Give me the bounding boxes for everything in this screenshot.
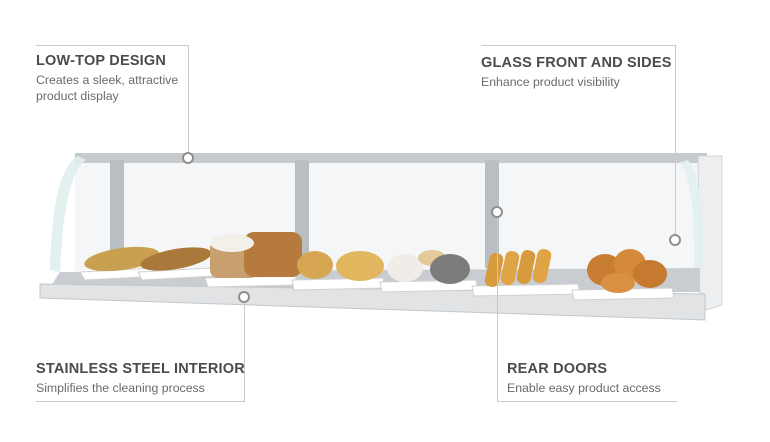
leader-line-rear-h — [497, 401, 677, 402]
leader-line-low-top-h — [36, 45, 189, 46]
glass-front — [50, 156, 86, 272]
hotspot-steel[interactable] — [238, 291, 250, 303]
pastry-trays — [79, 267, 675, 301]
rear-door-post-1 — [110, 160, 124, 272]
pastries — [84, 232, 667, 293]
callout-rear-doors: REAR DOORS Enable easy product access — [507, 361, 707, 396]
callout-glass-front-and-sides: GLASS FRONT AND SIDES Enhance product vi… — [481, 55, 681, 90]
callout-desc-line: product display — [36, 89, 119, 103]
callout-title: REAR DOORS — [507, 361, 608, 377]
callout-description: Enable easy product access — [507, 381, 661, 395]
callout-low-top-design: LOW-TOP DESIGN Creates a sleek, attracti… — [36, 53, 211, 104]
callout-title: LOW-TOP DESIGN — [36, 53, 167, 69]
hotspot-rear[interactable] — [491, 206, 503, 218]
leader-line-low-top-v — [188, 45, 189, 158]
callout-description: Simplifies the cleaning process — [36, 381, 205, 395]
leader-line-rear-v — [497, 212, 498, 402]
leader-line-glass-v — [675, 45, 676, 235]
hotspot-low-top[interactable] — [182, 152, 194, 164]
callout-title: GLASS FRONT AND SIDES — [481, 55, 672, 71]
callout-desc-line: Creates a sleek, attractive — [36, 73, 179, 87]
callout-description: Enhance product visibility — [481, 75, 620, 89]
callout-description: Creates a sleek, attractive product disp… — [36, 72, 211, 104]
leader-line-glass-h — [481, 45, 676, 46]
hotspot-glass[interactable] — [669, 234, 681, 246]
top-frame — [75, 153, 707, 163]
callout-stainless-steel-interior: STAINLESS STEEL INTERIOR Simplifies the … — [36, 361, 256, 396]
callout-title: STAINLESS STEEL INTERIOR — [36, 361, 245, 377]
leader-line-steel-v — [244, 297, 245, 402]
glass-right-curve — [680, 160, 703, 270]
leader-line-steel-h — [36, 401, 245, 402]
